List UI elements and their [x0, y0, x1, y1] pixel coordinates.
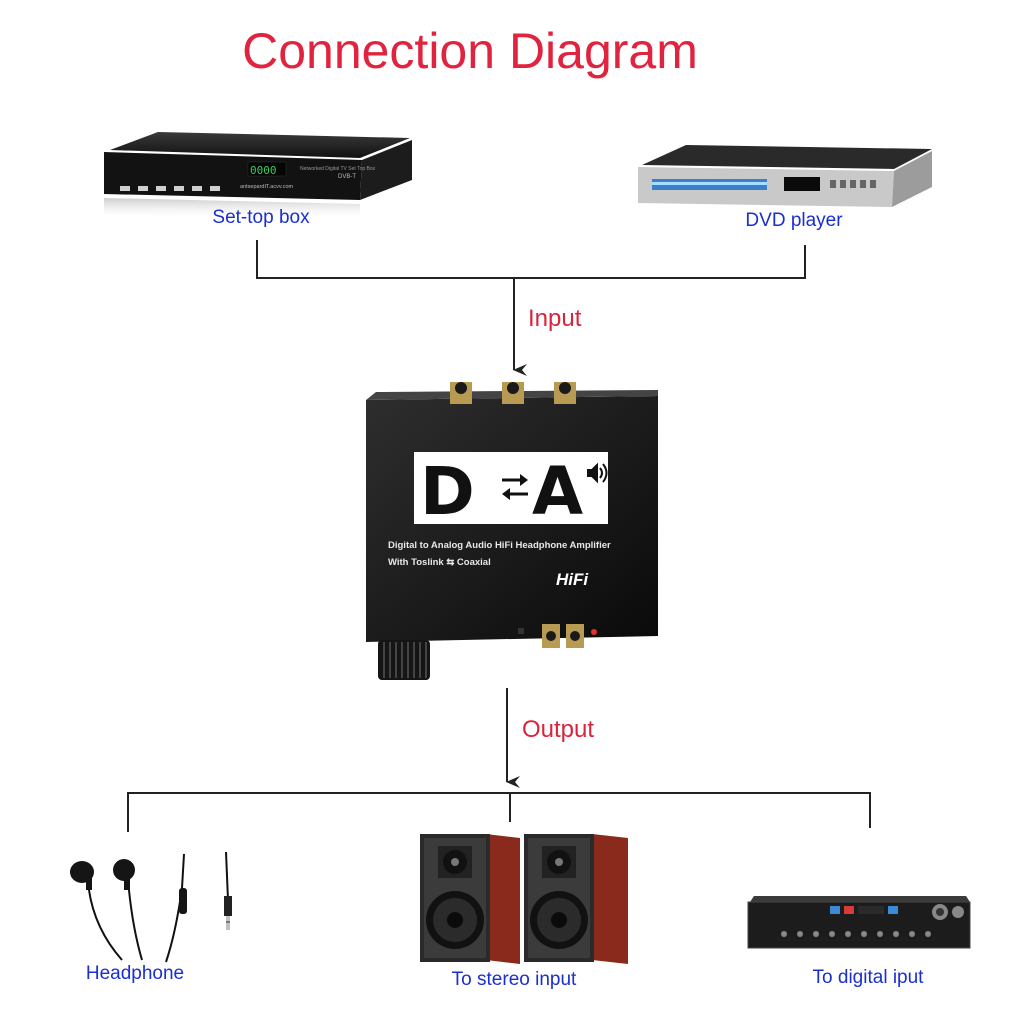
diagram-title: Connection Diagram: [242, 23, 698, 79]
set-top-box-label: Set-top box: [212, 207, 310, 228]
stb-brand: antsepardIT.acvv.com: [240, 184, 294, 190]
volume-knob: [378, 640, 430, 680]
dac-converter-image: D A Digital to Analog Audio HiFi Headpho…: [366, 382, 658, 680]
stereo-speakers-image: [420, 834, 628, 964]
dvd-player-label: DVD player: [745, 210, 843, 231]
headphone-image: [70, 851, 232, 963]
rca-jacks-top: [450, 382, 576, 404]
headphone-label: Headphone: [85, 963, 185, 984]
rca-jacks-front: [542, 624, 597, 648]
dvd-player-image: [638, 145, 932, 207]
input-bus-line: [256, 240, 806, 279]
input-label: Input: [528, 305, 582, 332]
left-speaker: [420, 834, 520, 964]
stereo-input-label: To stereo input: [451, 969, 577, 990]
digital-input-label: To digital iput: [812, 967, 924, 988]
logo-left: D: [420, 453, 475, 530]
logo-right: A: [532, 453, 583, 530]
stb-display: 0000: [250, 164, 277, 177]
convert-arrows-icon: [502, 474, 528, 500]
output-label: Output: [522, 716, 595, 743]
output-bus-line: [127, 792, 871, 832]
speaker-sound-icon: [587, 462, 608, 484]
digital-receiver-image: [747, 896, 971, 949]
stb-model: DVB-T: [338, 174, 356, 180]
set-top-box-image: 0000 antsepardIT.acvv.com Networked Digi…: [104, 132, 412, 220]
device-description: Digital to Analog Audio HiFi Headphone A…: [388, 540, 611, 551]
device-subline: With Toslink ⇆ Coaxial: [388, 557, 491, 568]
right-speaker: [524, 834, 628, 964]
hifi-badge: HiFi: [556, 570, 589, 589]
stb-subtitle: Networked Digital TV Set Top Box: [300, 166, 376, 172]
